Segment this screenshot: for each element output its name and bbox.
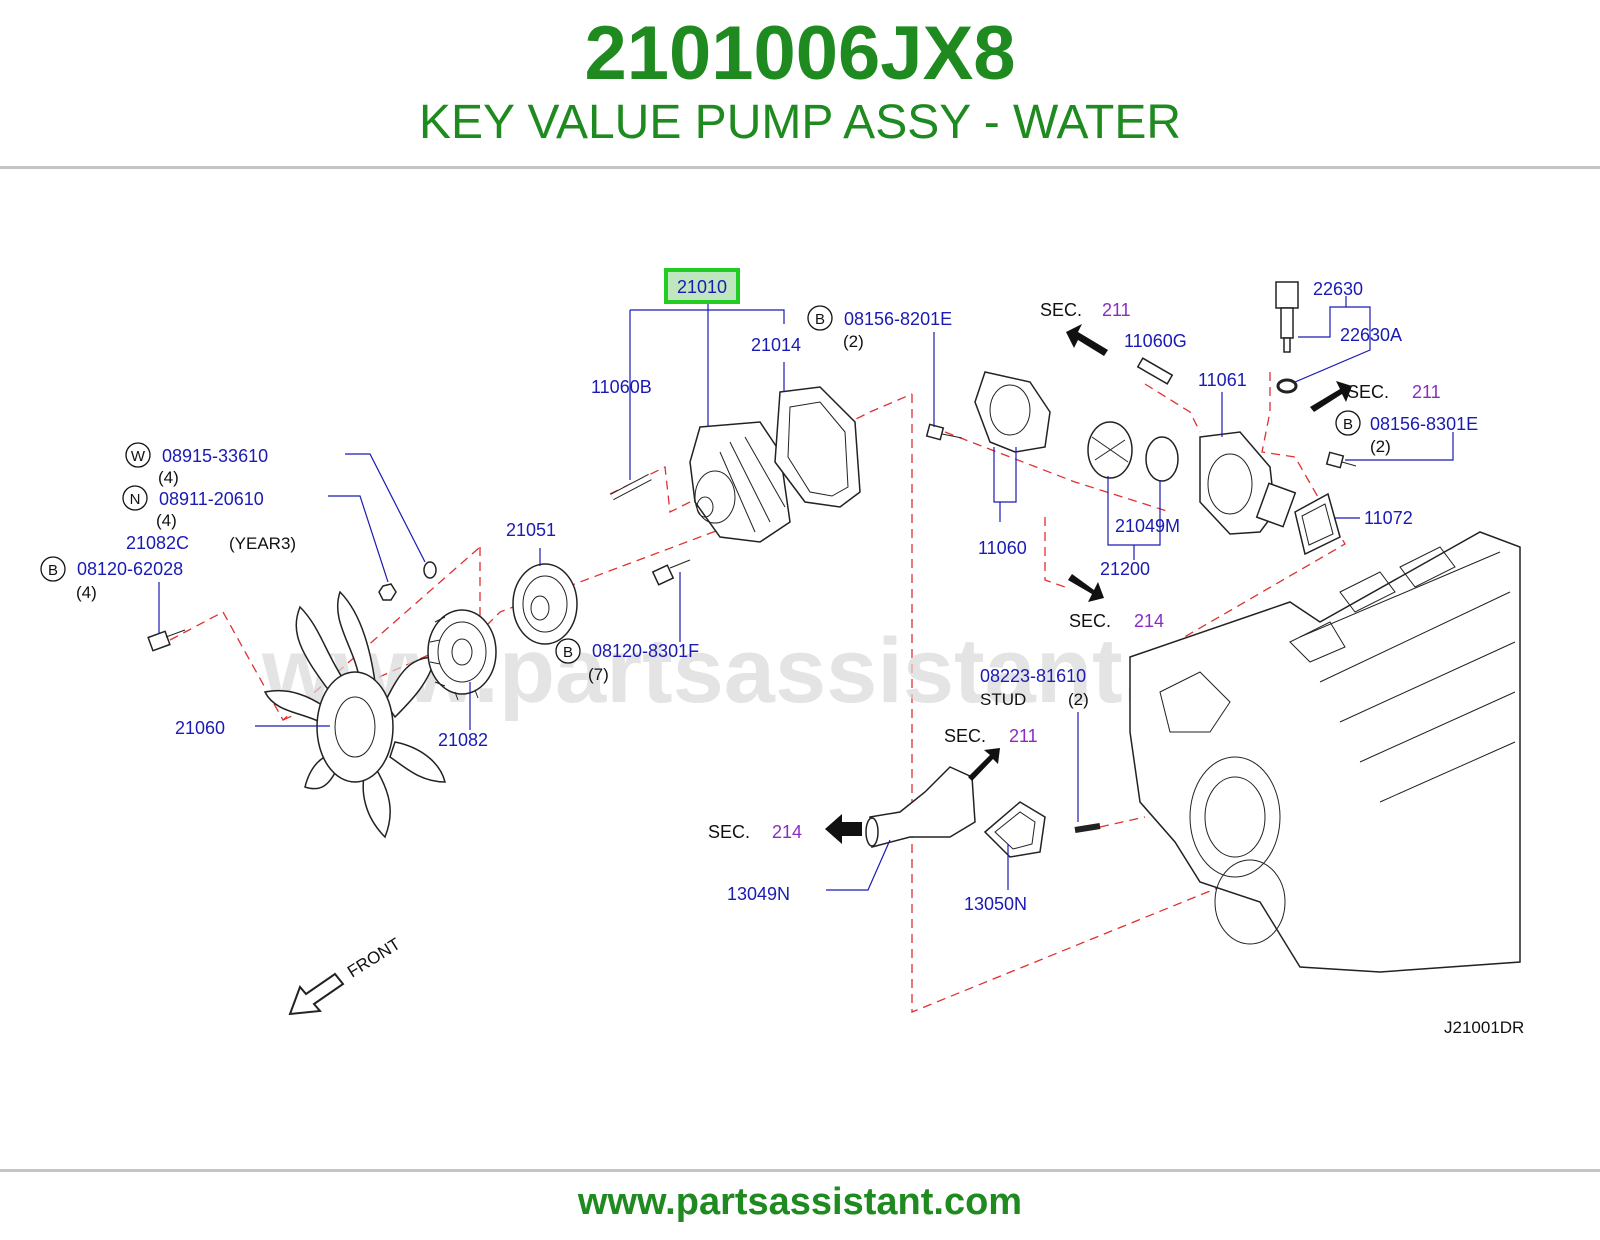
- callout-11061[interactable]: 11061: [1198, 370, 1247, 390]
- callout-13050N[interactable]: 13050N: [964, 894, 1027, 914]
- leader-lines: [158, 296, 1454, 891]
- sec-word: SEC.: [1069, 611, 1111, 631]
- arrow-down-right-icon: [1068, 574, 1104, 602]
- sensor-11060G: [1136, 357, 1174, 385]
- callout-21082C[interactable]: 21082C: [126, 533, 189, 553]
- footer-url[interactable]: www.partsassistant.com: [577, 1181, 1023, 1223]
- marker-w: W: [131, 448, 146, 465]
- qty-08156-8301E: (2): [1370, 437, 1391, 456]
- fan-coupling-21082: [427, 609, 497, 701]
- sec-214-link[interactable]: 214: [772, 822, 802, 842]
- qty-08120-62028: (4): [76, 583, 97, 602]
- callout-13049N[interactable]: 13049N: [727, 884, 790, 904]
- gasket-11072: [1294, 492, 1341, 556]
- sec-211-link[interactable]: 211: [1412, 382, 1441, 402]
- callout-22630A[interactable]: 22630A: [1340, 325, 1402, 345]
- stud-label: STUD: [980, 690, 1026, 709]
- temp-sensor-22630: [1275, 281, 1299, 394]
- sec-word: SEC.: [944, 726, 986, 746]
- callout-21014[interactable]: 21014: [751, 335, 801, 355]
- assembly-dashed-lines: [169, 372, 1381, 1013]
- fan-21060: [263, 590, 446, 839]
- highlight-box-21010[interactable]: [664, 268, 740, 304]
- water-outlet-11061: [1199, 431, 1297, 535]
- callout-11060B[interactable]: 11060B: [591, 377, 652, 397]
- part-description: KEY VALUE PUMP ASSY - WATER: [418, 96, 1182, 149]
- water-inlet-13049N: [865, 766, 976, 848]
- qty-08911-20610: (4): [156, 511, 177, 530]
- stud-08223-81610: [1074, 823, 1101, 833]
- arrow-left-icon: [825, 814, 862, 844]
- arrow-up-right-icon: [1310, 381, 1352, 412]
- sec-word: SEC.: [1040, 300, 1082, 320]
- sec-211-link[interactable]: 211: [1102, 300, 1131, 320]
- fasteners-left: [147, 561, 437, 652]
- arrow-up-right-icon: [968, 748, 1000, 781]
- header-divider: [0, 166, 1600, 169]
- thermostat-housing-11060: [974, 371, 1051, 453]
- year3-note: (YEAR3): [229, 534, 296, 553]
- callout-21010[interactable]: 21010: [677, 277, 727, 297]
- gasket-21014: [774, 386, 861, 508]
- callout-08915-33610[interactable]: 08915-33610: [162, 446, 268, 466]
- section-references: SEC. 211 SEC. 211 SEC. 214 SEC. 211 SEC.…: [708, 300, 1441, 842]
- sec-211-link[interactable]: 211: [1009, 726, 1038, 746]
- engine-block: [1129, 531, 1521, 973]
- water-pump-21010: [689, 421, 791, 543]
- footer-divider: [0, 1169, 1600, 1172]
- callout-08911-20610[interactable]: 08911-20610: [159, 489, 264, 509]
- callout-21051[interactable]: 21051: [506, 520, 556, 540]
- diagram-code: J21001DR: [1444, 1018, 1524, 1037]
- exploded-parts-diagram: www.partsassistant.com: [0, 262, 1600, 1072]
- callout-22630[interactable]: 22630: [1313, 279, 1363, 299]
- callout-21200[interactable]: 21200: [1100, 559, 1150, 579]
- qty-stud: (2): [1068, 690, 1089, 709]
- marker-b: B: [815, 311, 825, 328]
- fasteners-pump: [610, 423, 1357, 586]
- qty-08156-8201E: (2): [843, 332, 864, 351]
- thermostat-21200: [1087, 421, 1179, 482]
- callout-11072[interactable]: 11072: [1364, 508, 1413, 528]
- callout-11060G[interactable]: 11060G: [1124, 331, 1187, 351]
- qty-08120-8301F: (7): [588, 665, 609, 684]
- marker-b: B: [48, 562, 58, 579]
- sec-214-link[interactable]: 214: [1134, 611, 1164, 631]
- marker-b: B: [563, 644, 573, 661]
- pulley-21051: [512, 563, 578, 645]
- arrow-up-left-icon: [1066, 324, 1108, 356]
- callout-21060[interactable]: 21060: [175, 718, 225, 738]
- callout-08120-62028[interactable]: 08120-62028: [77, 559, 183, 579]
- callout-08156-8301E[interactable]: 08156-8301E: [1370, 414, 1478, 434]
- gasket-13050N: [983, 801, 1046, 858]
- callout-21049M[interactable]: 21049M: [1115, 516, 1180, 536]
- page-header: 2101006JX8 KEY VALUE PUMP ASSY - WATER: [0, 0, 1600, 168]
- marker-n: N: [130, 491, 141, 508]
- sec-word: SEC.: [708, 822, 750, 842]
- qty-08915-33610: (4): [158, 468, 179, 487]
- callout-labels: 21014 11060B 08156-8201E (2) 08915-33610…: [76, 279, 1478, 914]
- circle-markers: W N B B B B: [40, 305, 1361, 664]
- marker-b: B: [1343, 416, 1353, 433]
- callout-08120-8301F[interactable]: 08120-8301F: [592, 641, 699, 661]
- callout-11060[interactable]: 11060: [978, 538, 1027, 558]
- sec-word: SEC.: [1347, 382, 1389, 402]
- part-number-title: 2101006JX8: [584, 11, 1016, 96]
- callout-21082[interactable]: 21082: [438, 730, 488, 750]
- callout-08156-8201E[interactable]: 08156-8201E: [844, 309, 952, 329]
- section-arrows: [825, 324, 1352, 844]
- callout-08223-81610[interactable]: 08223-81610: [980, 666, 1086, 686]
